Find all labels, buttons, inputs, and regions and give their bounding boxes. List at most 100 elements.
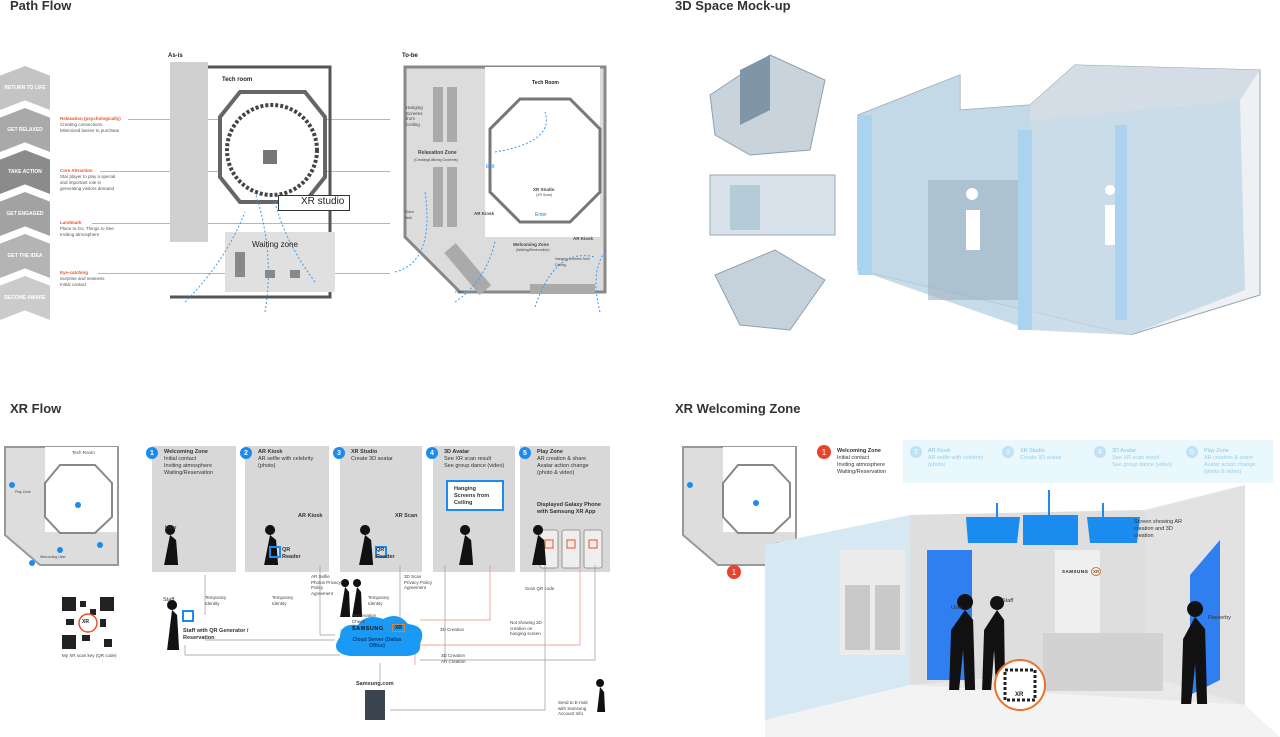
creation-both-label: 3D Creation AR Creation [441,653,466,664]
send-email-label: Send to E-mail with Samsung Account Info [558,700,588,716]
scan-agreement: 3D Scan Privacy Policy Agreement [404,574,433,590]
qr-caption: My XR scan key (QR code) [62,653,117,658]
cloud-xr-logo: XR [392,624,405,632]
to-be-ar-kiosk-2: AR Kiosk [573,236,594,241]
qr-reader-label-2: QR Reader [376,547,395,560]
welcoming-location-marker: 1 [727,565,741,579]
welcoming-step-number-3: 3 [1002,446,1014,458]
welcoming-qr-xr: XR [1015,692,1024,698]
step-number-5: 5 [519,447,531,459]
welcoming-step-number-5: 5 [1186,446,1198,458]
to-be-hanging-screens-2: Hanging Screens from Ceiling [555,257,590,267]
as-is-tech-room: Tech room [222,77,253,83]
step-panel-1 [152,446,236,572]
screen-caption: Screen showing AR creation and 3D creati… [1134,519,1182,539]
section-title-path-flow: Path Flow [10,0,72,13]
welcoming-staff-label: Staff [1002,598,1014,604]
hanging-screens-box: Hanging Screens from Ceiling [446,480,504,511]
to-be-video-wall: Video Wall [405,210,414,220]
to-be-welcoming-sub: (Waiting/Reservation) [516,248,550,252]
to-be-welcoming-zone: Welcoming Zone [513,242,549,247]
staff-label: Staff [163,597,175,603]
3d-mockup-illustration [709,54,1261,335]
annotation-relaxation: Relaxation (psychologically)Creating con… [60,116,121,133]
ar-agreement: AR Selfie Photos Privacy Policy Agreemen… [311,574,342,596]
step-panel-3 [340,446,422,572]
samsung-com-label: Samsung.com [356,681,394,687]
scan-qr-label: Scan QR code [525,586,555,591]
xr-scan-label: XR Scan [395,513,418,519]
section-title-xr-flow: XR Flow [10,401,62,416]
to-be-open: Open [455,290,464,294]
temp-identity-1: Temporary Identity [205,595,227,606]
stage-become-aware: BECOME AWARE [0,276,50,320]
welcoming-user-label: User [951,605,963,611]
section-title-welcoming: XR Welcoming Zone [675,401,801,416]
step-number-4: 4 [426,447,438,459]
to-be-hanging-screens: Hanging Screens from Ceiling [406,105,423,127]
welcoming-step-number-4: 4 [1094,446,1106,458]
to-be-label: To-be [402,53,418,59]
step-panel-2 [245,446,329,572]
stage-take-action: TAKE ACTION [0,150,50,194]
xr-flow-silhouettes-and-lines [164,525,606,720]
to-be-tech-room: Tech Room [532,80,559,86]
cloud-server-icon [336,615,423,656]
to-be-xr-scan: (XR Scan) [536,193,553,197]
welcoming-passerby-label: Passerby [1208,615,1231,621]
galaxy-phone-label: Displayed Galaxy Phone with Samsung XR A… [537,502,601,515]
welcoming-mini-plan [682,446,797,566]
step-number-2: 2 [240,447,252,459]
xr-flow-mini-plan [4,446,119,566]
welcoming-samsung-logo: SAMSUNG [1062,569,1089,574]
user-label: User [165,525,177,531]
to-be-ar-kiosk: AR Kiosk [474,211,495,216]
to-be-floor-plan [395,65,607,313]
stage-get-the-idea: GET THE IDEA [0,234,50,278]
qr-xr-label: XR [82,619,89,625]
temp-identity-2: Temporary Identity [272,595,294,606]
as-is-xr-studio: XR studio [278,195,350,211]
3d-creation-label: 3D Creation [440,627,465,632]
welcoming-step-number-2: 2 [910,446,922,458]
mini-plan-welcoming: Welcoming User [40,555,66,559]
cloud-server-label: Cloud Server (Dallas Office) [352,637,402,649]
as-is-waiting-zone: Waiting zone [252,240,298,249]
upcoming-steps-band [903,440,1273,483]
ar-kiosk-label: AR Kiosk [298,513,323,519]
guide-line [92,223,390,224]
step-number-3: 3 [333,447,345,459]
qr-code [60,595,116,651]
not-showing-label: Not showing 3D creation on hanging scree… [510,620,542,636]
as-is-floor-plan [170,62,335,313]
step-number-1: 1 [146,447,158,459]
to-be-relaxation-zone: Relaxation Zone [418,150,457,156]
staff-with-label: Staff with QR Generator / Reservation [183,628,249,641]
welcoming-step-number-1: 1 [817,445,831,459]
to-be-exit: Exit [486,164,495,170]
section-title-mockup: 3D Space Mock-up [675,0,791,13]
stage-return-to-life: RETURN TO LIFE [0,66,50,110]
temp-identity-3: Temporary Identity [368,595,390,606]
to-be-relaxation-sub: (Creating/Utilizing Contents) [414,158,458,162]
qr-reader-label-1: QR Reader [282,547,301,560]
as-is-label: As-is [168,53,183,59]
to-be-xr-studio: XR Studio [533,187,555,192]
reservation-check: Reservation Check [352,613,377,624]
phone-screens [539,529,603,569]
mini-plan-tech-room: Tech Room [72,450,95,455]
to-be-enter: Enter [535,212,547,218]
